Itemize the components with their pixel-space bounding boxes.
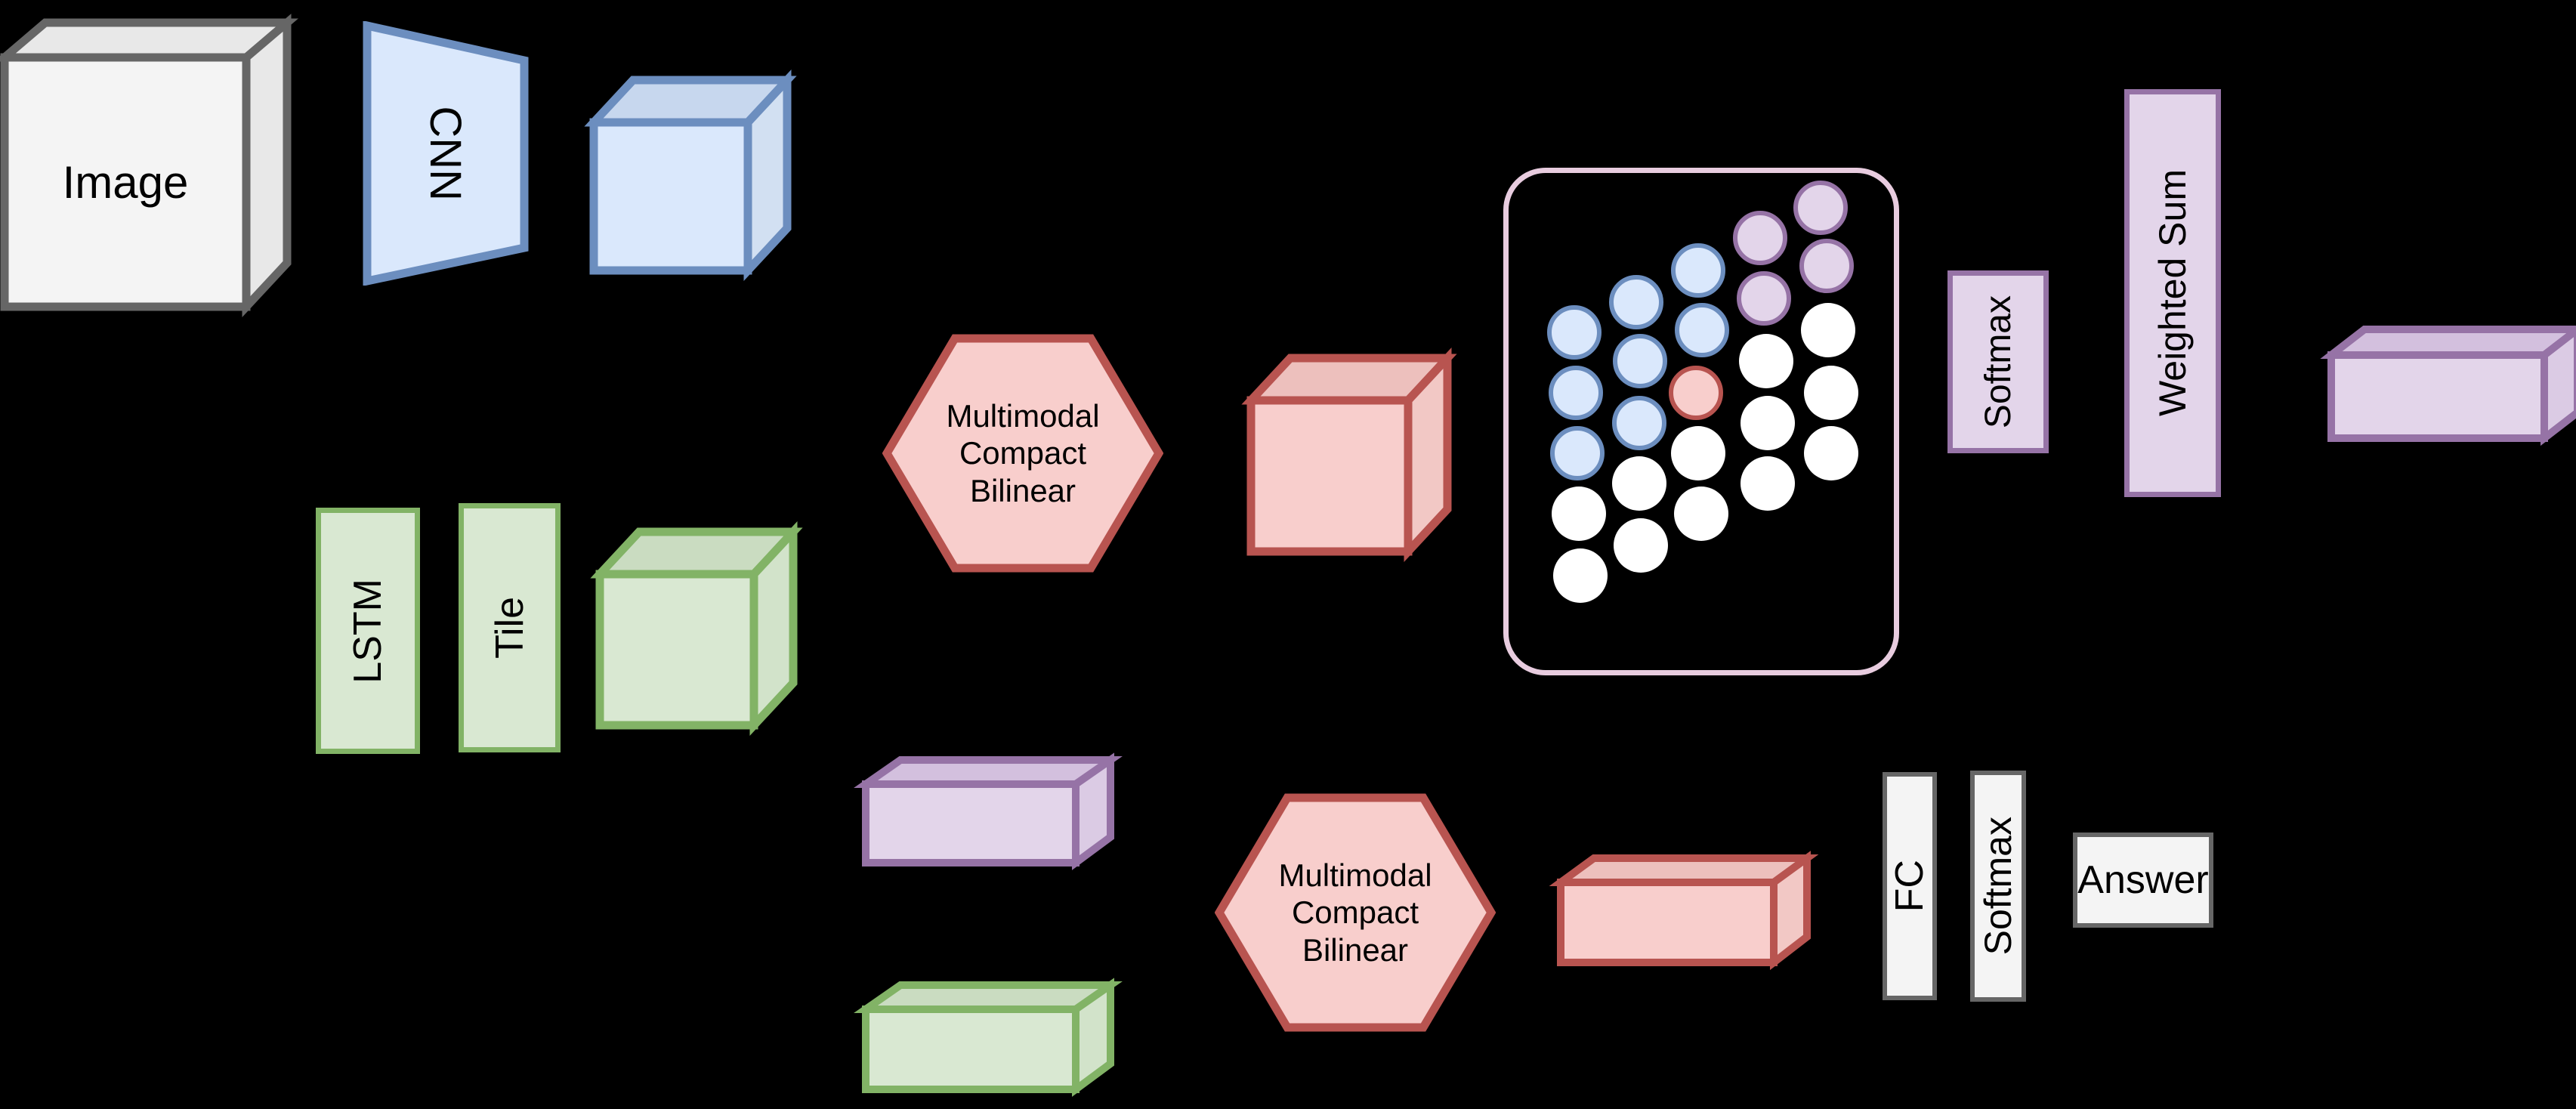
- weighted-sum-label: Weighted Sum: [2151, 169, 2194, 417]
- attended-features-cube: [2320, 325, 2576, 453]
- mcb-top-line-3: Bilinear: [969, 472, 1076, 508]
- cnn-label: CNN: [363, 21, 529, 286]
- answer-label: Answer: [2077, 858, 2209, 902]
- image-box-label: Image: [5, 57, 246, 307]
- mcb-top-label: Multimodal Compact Bilinear: [882, 332, 1163, 574]
- cnn-label-text: CNN: [421, 106, 471, 201]
- mcb-top-line-1: Multimodal: [946, 397, 1100, 434]
- mcb-bottom-hexagon: Multimodal Compact Bilinear: [1214, 792, 1496, 1033]
- image-features-cube: [584, 68, 797, 282]
- mcb-top-hexagon: Multimodal Compact Bilinear: [882, 332, 1164, 574]
- mcb-top-output-cube: [1241, 347, 1457, 563]
- fc-box: FC: [1883, 772, 1937, 1000]
- text-copy-cube: [854, 978, 1123, 1109]
- mcb-bottom-line-3: Bilinear: [1302, 931, 1409, 968]
- image-box-cube: Image: [0, 14, 298, 317]
- lstm-box: LSTM: [316, 508, 420, 754]
- text-features-cube: [590, 521, 803, 737]
- attended-copy-cube: [854, 752, 1123, 876]
- mcb-top-line-2: Compact: [959, 435, 1087, 471]
- softmax-bottom-box: Softmax: [1970, 771, 2026, 1002]
- tile-box: Tile: [459, 503, 561, 752]
- lstm-label: LSTM: [346, 578, 390, 684]
- softmax-top-box: Softmax: [1947, 270, 2049, 453]
- cnn-trapezoid: CNN: [363, 20, 529, 286]
- image-label: Image: [62, 156, 189, 208]
- mcb-bottom-output-cube: [1549, 851, 1819, 982]
- weighted-sum-box: Weighted Sum: [2124, 89, 2221, 497]
- answer-box: Answer: [2073, 833, 2213, 928]
- fc-label: FC: [1888, 860, 1932, 913]
- mcb-bottom-label: Multimodal Compact Bilinear: [1215, 792, 1496, 1033]
- mcb-bottom-line-1: Multimodal: [1278, 857, 1432, 893]
- softmax-top-label: Softmax: [1978, 295, 2018, 429]
- softmax-bottom-label: Softmax: [1977, 817, 2019, 956]
- mcb-bottom-line-2: Compact: [1291, 894, 1419, 931]
- attention-map-panel: [1503, 168, 1899, 675]
- tile-label: Tile: [487, 597, 532, 659]
